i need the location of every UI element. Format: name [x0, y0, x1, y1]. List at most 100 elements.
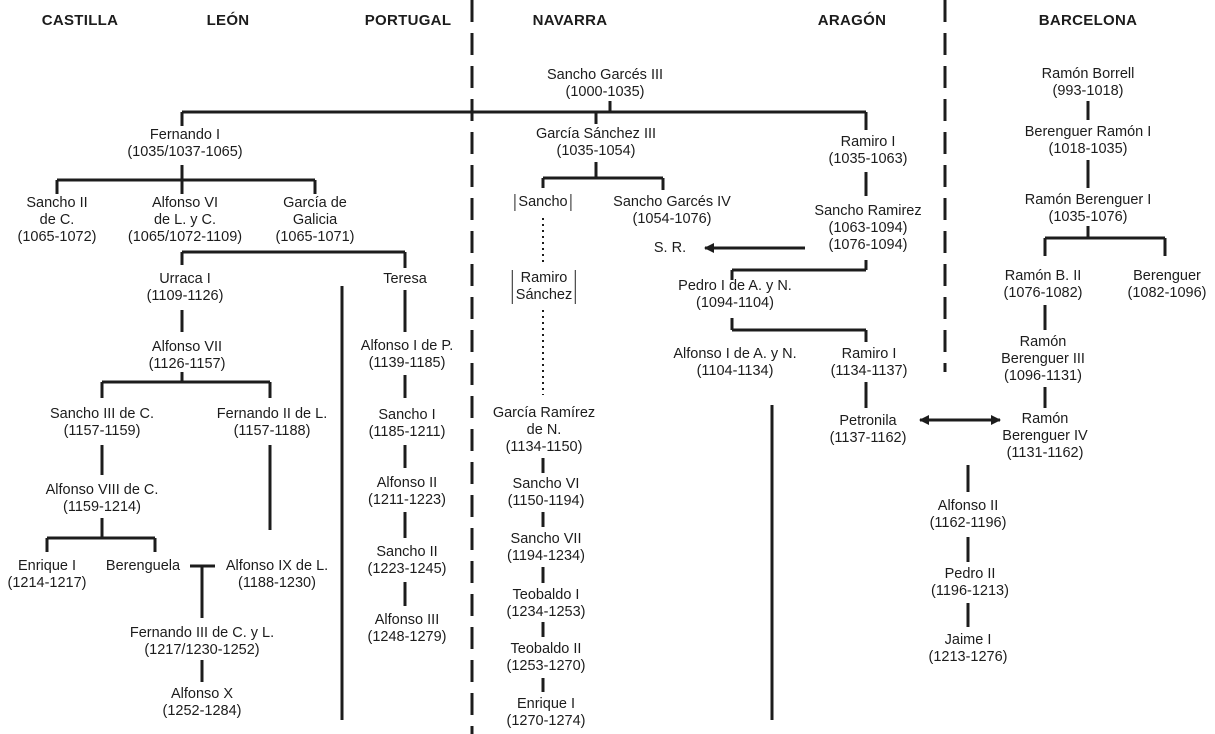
person-dates: (1134-1137) — [830, 363, 908, 379]
region-header-portugal: PORTUGAL — [364, 12, 452, 29]
person-name: Berenguer — [1133, 268, 1201, 284]
person-pedro-i: Pedro I de A. y N. (1094-1104) — [678, 278, 792, 312]
person-teobaldo-ii: Teobaldo II (1253-1270) — [507, 641, 586, 675]
person-name: Berenguer Ramón I — [1024, 124, 1152, 140]
person-name: Sancho II — [376, 544, 438, 560]
region-header-aragon: ARAGÓN — [817, 12, 887, 29]
person-name: Ramiro I — [840, 134, 896, 150]
person-name: Alfonso VI — [151, 195, 219, 211]
person-sancho-garces-iv: Sancho Garcés IV (1054-1076) — [613, 194, 731, 228]
person-name: Alfonso IX de L. — [225, 558, 329, 574]
person-name: Sancho I — [378, 407, 436, 423]
person-name: Alfonso X — [170, 686, 234, 702]
person-alfonso-iii-portugal: Alfonso III (1248-1279) — [368, 612, 447, 646]
person-dates: (1196-1213) — [931, 583, 1009, 599]
person-dates: (1252-1284) — [162, 703, 242, 719]
region-header-leon: LEÓN — [206, 12, 250, 29]
person-name: Alfonso I de P. — [360, 338, 454, 354]
person-name-line2: Berenguer III — [1001, 351, 1085, 367]
person-dates: (1234-1253) — [506, 604, 586, 620]
person-ramiro-ii: Ramiro I (1134-1137) — [831, 346, 908, 380]
person-sancho-ii-portugal: Sancho II (1223-1245) — [368, 544, 447, 578]
person-dates: (1018-1035) — [1048, 141, 1128, 157]
person-dates: (1063-1094) — [828, 220, 908, 236]
person-ramon-borrell: Ramón Borrell (993-1018) — [1042, 66, 1135, 100]
person-alfonso-vi: Alfonso VI de L. y C. (1065/1072-1109) — [128, 195, 242, 246]
person-alfonso-x: Alfonso X (1252-1284) — [163, 686, 242, 720]
person-sancho-ramirez: Sancho Ramirez (1063-1094) (1076-1094) — [814, 203, 921, 254]
person-fernando-ii: Fernando II de L. (1157-1188) — [217, 406, 327, 440]
person-name: Ramón — [1019, 334, 1067, 350]
person-garcia-ramirez: García Ramírez de N. (1134-1150) — [493, 405, 595, 456]
person-dates: (1096-1131) — [1004, 368, 1082, 384]
person-sancho-iii: Sancho III de C. (1157-1159) — [50, 406, 154, 440]
person-sancho-ii-c: Sancho II de C. (1065-1072) — [18, 195, 97, 246]
person-dates: (1082-1096) — [1127, 285, 1207, 301]
person-alfonso-i-portugal: Alfonso I de P. (1139-1185) — [361, 338, 453, 372]
person-name: Alfonso II — [376, 475, 438, 491]
person-sancho-vii: Sancho VII (1194-1234) — [507, 531, 585, 565]
person-ramiro-i-aragon: Ramiro I (1035-1063) — [829, 134, 908, 168]
person-alfonso-ii-portugal: Alfonso II (1211-1223) — [368, 475, 446, 509]
person-fernando-i: Fernando I (1035/1037-1065) — [127, 127, 242, 161]
person-dates: (1126-1157) — [148, 356, 226, 372]
person-name-line2: Berenguer IV — [1002, 428, 1088, 444]
person-pedro-ii: Pedro II (1196-1213) — [931, 566, 1009, 600]
person-name: Pedro II — [944, 566, 996, 582]
person-name: Alfonso II — [937, 498, 999, 514]
person-urraca-i: Urraca I (1109-1126) — [147, 271, 224, 305]
person-dates: (1000-1035) — [565, 84, 645, 100]
person-dates: (1065/1072-1109) — [127, 229, 243, 245]
person-name: Teobaldo II — [510, 641, 582, 657]
person-dates: (1035/1037-1065) — [127, 144, 243, 160]
person-dates: (1137-1162) — [829, 430, 907, 446]
person-sancho-garces-iii: Sancho Garcés III (1000-1035) — [547, 67, 663, 101]
person-sancho-i-portugal: Sancho I (1185-1211) — [369, 407, 446, 441]
person-name: Sancho III de C. — [50, 406, 154, 422]
person-ramon-b-ii: Ramón B. II (1076-1082) — [1004, 268, 1083, 302]
person-name: Sancho — [514, 194, 572, 211]
person-name: Ramón B. II — [1004, 268, 1082, 284]
person-dates: (1223-1245) — [367, 561, 447, 577]
person-dates: (1134-1150) — [505, 439, 583, 455]
person-dates: (1270-1274) — [506, 713, 586, 729]
person-alfonso-ix: Alfonso IX de L. (1188-1230) — [226, 558, 328, 592]
person-name-box: Ramiro Sánchez — [511, 270, 577, 304]
person-sancho-vi: Sancho VI (1150-1194) — [508, 476, 585, 510]
person-garcia-sanchez-iii: García Sánchez III (1035-1054) — [536, 126, 656, 160]
person-name: Fernando I — [149, 127, 221, 143]
person-name: Berenguela — [105, 558, 181, 574]
person-dates: (993-1018) — [1052, 83, 1124, 99]
person-name-line2: Sánchez — [515, 287, 573, 303]
person-name: Ramón Berenguer I — [1024, 192, 1152, 208]
person-name: Enrique I — [17, 558, 77, 574]
person-enrique-i-castilla: Enrique I (1214-1217) — [8, 558, 87, 592]
person-dates: (1211-1223) — [368, 492, 446, 508]
person-dates: (1162-1196) — [929, 515, 1007, 531]
person-dates: (1065-1071) — [275, 229, 355, 245]
person-jaime-i: Jaime I (1213-1276) — [929, 632, 1008, 666]
person-dates: (1035-1076) — [1048, 209, 1128, 225]
person-name: Sancho Garcés IV — [613, 194, 731, 210]
person-name: Enrique I — [516, 696, 576, 712]
person-dates: (1217/1230-1252) — [144, 642, 260, 658]
person-alfonso-ii-barcelona: Alfonso II (1162-1196) — [930, 498, 1007, 532]
person-name: Fernando II de L. — [216, 406, 328, 422]
person-name-line2: de C. — [39, 212, 75, 228]
person-name: García Ramírez — [492, 405, 596, 421]
person-dates: (1109-1126) — [146, 288, 224, 304]
person-dates: (1065-1072) — [17, 229, 97, 245]
person-ramon-berenguer-i: Ramón Berenguer I (1035-1076) — [1025, 192, 1152, 226]
person-dates: (1054-1076) — [632, 211, 712, 227]
person-name: Sancho Ramirez — [814, 203, 922, 219]
region-header-barcelona: BARCELONA — [1038, 12, 1138, 29]
person-dates: (1213-1276) — [928, 649, 1008, 665]
person-name: Alfonso VII — [151, 339, 223, 355]
person-enrique-i-navarra: Enrique I (1270-1274) — [507, 696, 586, 730]
person-dates: (1035-1063) — [828, 151, 908, 167]
person-name: Alfonso VIII de C. — [45, 482, 159, 498]
person-name: Fernando III de C. y L. — [129, 625, 275, 641]
person-name: Ramiro — [520, 270, 568, 286]
